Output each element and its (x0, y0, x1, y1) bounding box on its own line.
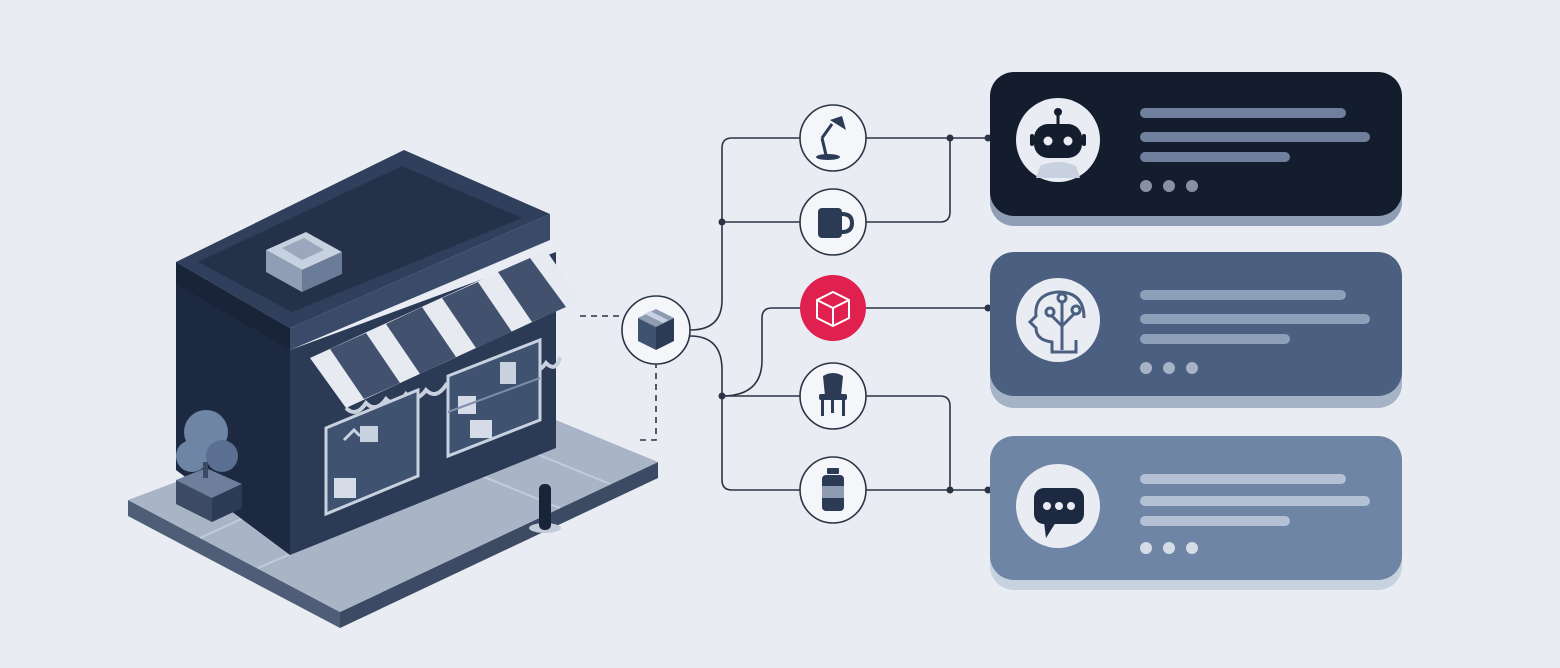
hub-node (621, 295, 691, 365)
card-robot-lines (1140, 108, 1370, 162)
mug-icon (818, 208, 855, 238)
connector-nodes (718, 134, 992, 494)
display-window-right (446, 337, 542, 459)
bottle-icon (822, 468, 844, 511)
tree-icon (176, 410, 242, 522)
chat-bubble-icon (1034, 488, 1084, 538)
card-brain-lines (1140, 290, 1370, 344)
chair-icon (819, 373, 847, 416)
product-node-lamp (799, 104, 867, 172)
product-node-chair (799, 362, 867, 430)
storefront (128, 150, 658, 628)
card-chat-dots (1140, 542, 1198, 554)
brain-circuit-icon (1027, 290, 1086, 354)
card-chat-lines (1140, 474, 1370, 526)
bollard-icon (529, 484, 561, 533)
box-icon (638, 309, 674, 350)
cube-icon (816, 290, 850, 328)
robot-icon (1030, 108, 1086, 178)
building-roof-lip-right (290, 214, 550, 350)
card-chat (990, 436, 1402, 590)
card-brain (990, 252, 1402, 408)
desk-lamp-icon (816, 116, 846, 160)
display-window-left (324, 387, 420, 517)
card-brain-dots (1140, 362, 1198, 374)
card-robot-dots (1140, 180, 1198, 192)
sidewalk-side-right (340, 462, 658, 628)
connector-lines (580, 137, 986, 491)
product-node-mug (799, 188, 867, 256)
card-robot (990, 72, 1402, 226)
product-node-bottle (799, 456, 867, 524)
building-roof-lip (176, 262, 290, 350)
product-node-cube (800, 275, 866, 341)
sidewalk-side (128, 500, 340, 628)
rooftop-unit (266, 232, 342, 292)
